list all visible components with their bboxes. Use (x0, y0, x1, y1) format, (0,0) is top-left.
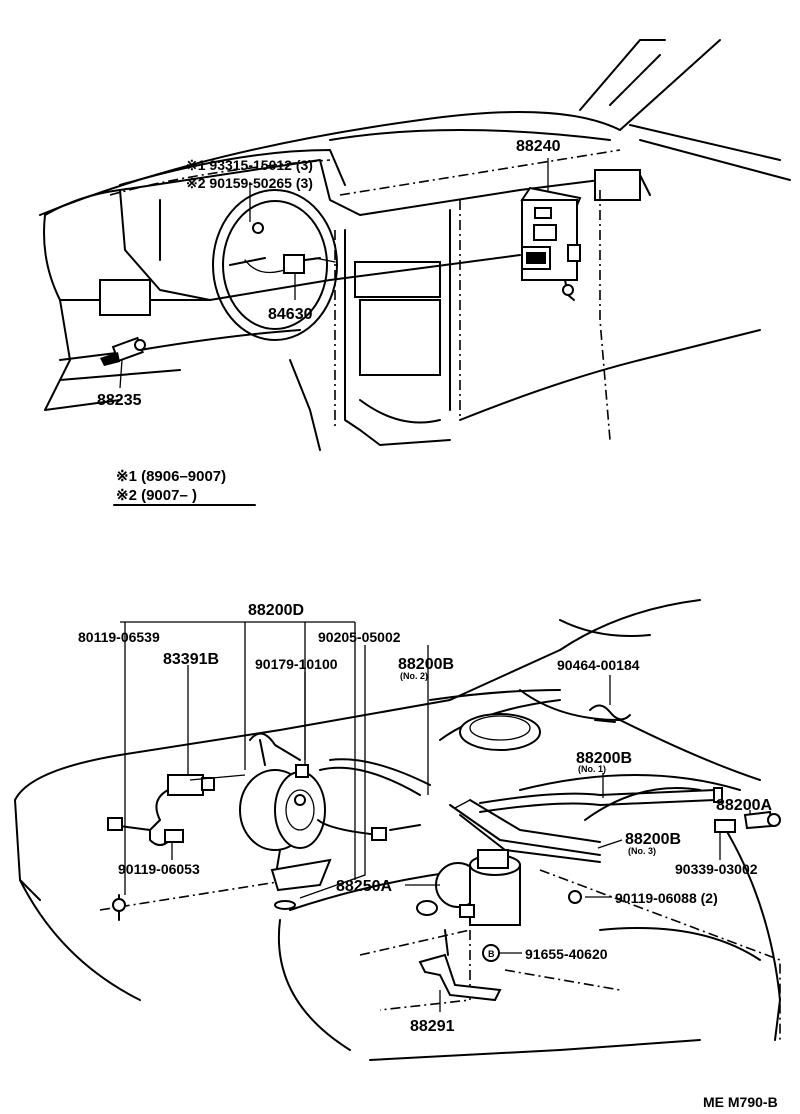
label-88291: 88291 (410, 1018, 455, 1035)
label-84630: 84630 (268, 306, 313, 323)
valve-88250A (416, 849, 521, 926)
label-90119-06088: 90119-06088 (2) (615, 890, 718, 906)
steering-wheel (212, 189, 338, 341)
label-88200B-no2: 88200B (398, 656, 454, 673)
bottom-leaders (120, 621, 751, 1012)
label-no3: (No. 3) (628, 846, 656, 856)
clamp-90464-00184 (589, 704, 631, 723)
label-90119-06053: 90119-06053 (118, 861, 200, 877)
dashboard-illustration (39, 39, 791, 451)
note-2-part: ※2 90159-50265 (3) (186, 175, 313, 191)
fitting-88200A (714, 810, 781, 833)
label-90464-00184: 90464-00184 (557, 657, 640, 673)
label-88200B-no1: 88200B (576, 750, 632, 767)
bolt-head-80119-06539 (112, 898, 126, 912)
bolt-marker-letter: B (488, 949, 495, 959)
note-1-part: ※1 93315-15012 (3) (186, 157, 313, 173)
label-83391B: 83391B (163, 651, 219, 668)
bolt-90119-06088 (568, 890, 582, 904)
label-88235: 88235 (97, 392, 142, 409)
label-88200B-no3: 88200B (625, 831, 681, 848)
legend-line-1: ※1 (8906–9007) (116, 468, 226, 485)
label-91655-40620: 91655-40620 (525, 946, 608, 962)
ecu-module-88240 (520, 186, 582, 301)
label-no1: (No. 1) (578, 764, 606, 774)
label-88200A: 88200A (716, 797, 772, 814)
label-88240: 88240 (516, 138, 561, 155)
refrigerant-pipes (319, 758, 723, 863)
vacuum-switch-83391B (107, 774, 215, 846)
bracket-88291 (418, 929, 502, 1002)
switch-88235 (100, 336, 146, 366)
engine-bay-illustration (14, 599, 781, 1061)
label-88250A: 88250A (336, 878, 392, 895)
label-no2: (No. 2) (400, 671, 428, 681)
label-90205-05002: 90205-05002 (318, 629, 401, 645)
actuator-assembly (239, 732, 421, 910)
top-leaders (119, 158, 549, 389)
label-80119-06539: 80119-06539 (78, 629, 160, 645)
label-88200D: 88200D (248, 602, 304, 619)
diagram-code: ME M790-B (703, 1094, 778, 1110)
label-90339-03002: 90339-03002 (675, 861, 758, 877)
legend-line-2: ※2 (9007– ) (116, 487, 197, 504)
label-90179-10100: 90179-10100 (255, 656, 338, 672)
